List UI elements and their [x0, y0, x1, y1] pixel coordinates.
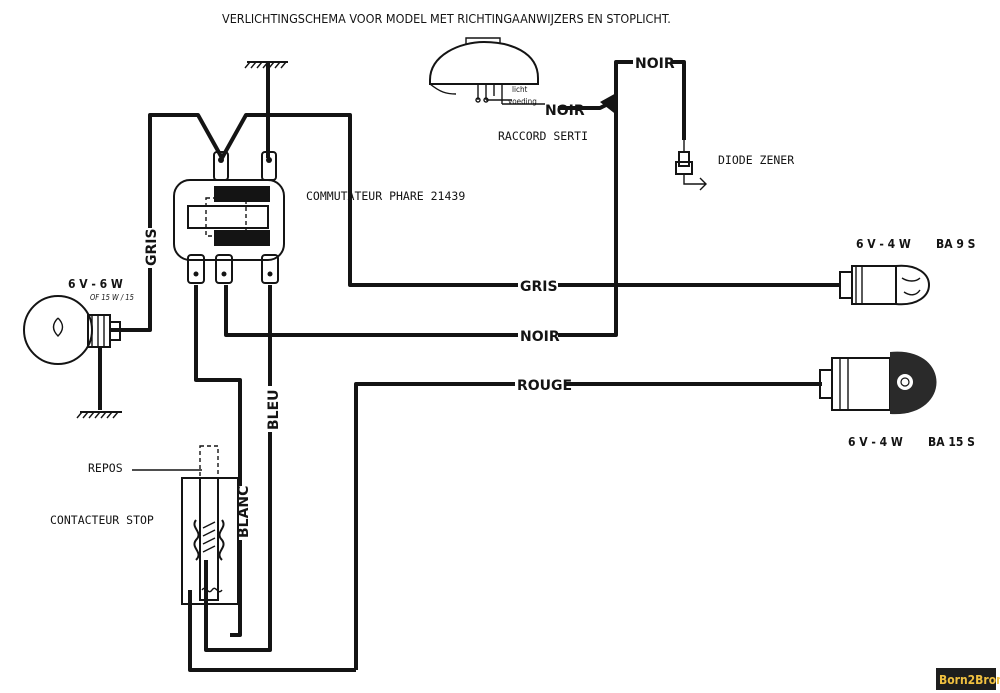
generator-licht-label: licht — [512, 85, 528, 94]
lamp-ba9s-base: BA 9 S — [936, 237, 975, 251]
lamp-ba9s-icon — [839, 264, 930, 306]
stop-switch-label: CONTACTEUR STOP — [50, 513, 154, 527]
stop-switch-icon — [181, 445, 239, 605]
generator — [429, 37, 545, 105]
noir-top-label: NOIR — [635, 56, 675, 72]
diagram-title: VERLICHTINGSCHEMA VOOR MODEL MET RICHTIN… — [222, 11, 671, 26]
zener-diode-icon — [675, 138, 707, 191]
blanc-label: BLANC — [236, 486, 252, 538]
generator-voeding-label: voeding — [508, 97, 537, 106]
switch-label: COMMUTATEUR PHARE 21439 — [306, 189, 465, 203]
raccord-serti-join — [600, 92, 618, 116]
lamp-ba15s-rating: 6 V - 4 W — [848, 435, 903, 449]
noir-main-label: NOIR — [520, 329, 560, 345]
rouge-label: ROUGE — [517, 378, 572, 394]
lamp-ba15s-base: BA 15 S — [928, 435, 975, 449]
left-lamp-icon — [23, 295, 122, 419]
lamp-ba9s-rating: 6 V - 4 W — [856, 237, 911, 251]
noir-raccord-label: NOIR — [545, 103, 585, 119]
lamp-ba15s-icon — [819, 351, 937, 415]
svg-text:Born2Brom: Born2Brom — [939, 673, 1000, 687]
raccord-serti-label: RACCORD SERTI — [498, 129, 588, 143]
gris-left-label: GRIS — [144, 228, 160, 266]
left-lamp-rating: 6 V - 6 W — [68, 277, 123, 291]
headlight-switch-icon — [173, 151, 285, 284]
bleu-label: BLEU — [266, 389, 282, 430]
diode-zener-label: DIODE ZENER — [718, 153, 794, 167]
gris-main-label: GRIS — [520, 279, 558, 295]
left-lamp-alt-rating: OF 15 W / 15 — [90, 293, 134, 302]
repos-label: REPOS — [88, 461, 123, 475]
born2brom-logo: Born2Brom — [936, 668, 1000, 690]
wires — [110, 60, 840, 672]
